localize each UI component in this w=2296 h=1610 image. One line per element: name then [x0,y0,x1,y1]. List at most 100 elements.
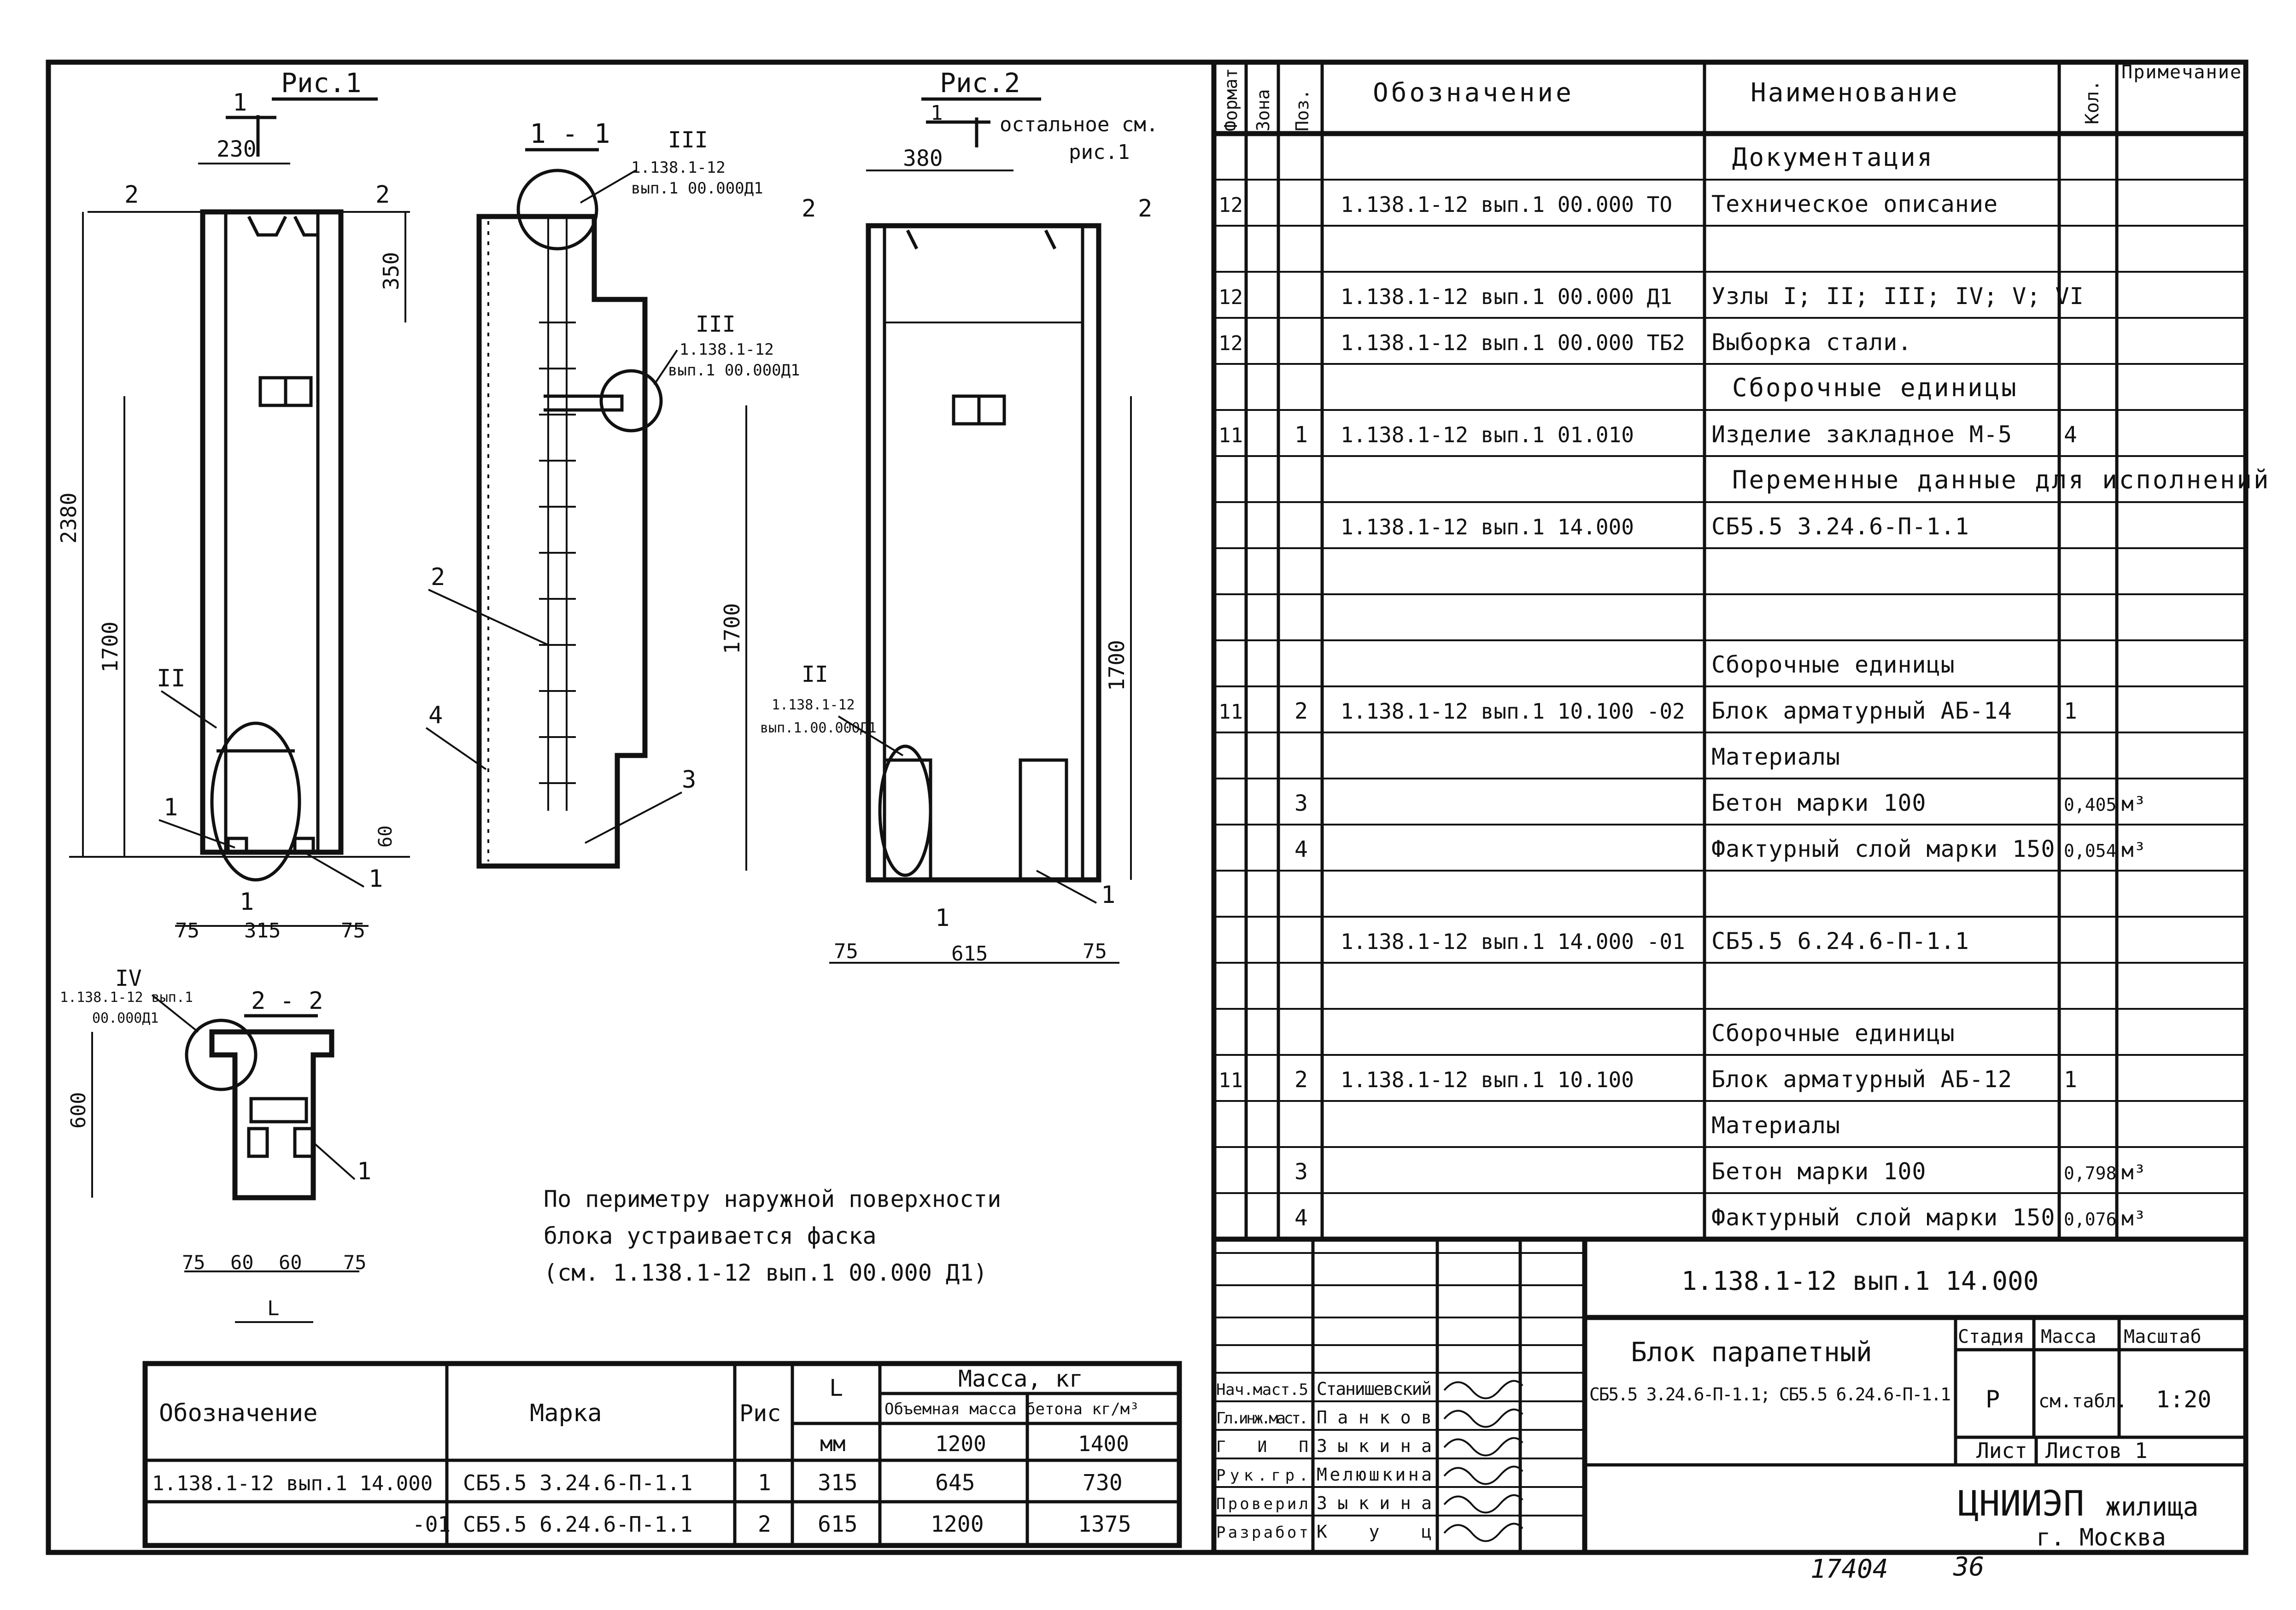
signer-role: ГИП [1216,1438,1308,1456]
section-22-dim-75b: 75 [343,1251,367,1274]
spec-cell-name: Узлы I; II; III; IV; V; VI [1711,283,2084,310]
node-iii-b-ref2: вып.1 00.000Д1 [668,361,800,380]
section-11-callout-2: 2 [431,563,445,591]
fig2-note: остальное см. [1000,113,1158,136]
section-22-outline [209,1029,334,1200]
spec-cell-note: м³ [2121,1207,2146,1230]
spec-cell-name: СБ5.5 3.24.6-П-1.1 [1711,513,1969,540]
spec-cell-designation: 1.138.1-12 вып.1 14.000 -01 [1341,929,1685,954]
fig1-cut-right: 2 [375,181,390,209]
signature-scribble [1443,1494,1523,1514]
mass-r1-1400: 730 [1083,1470,1123,1496]
fig1-dim-315: 315 [244,919,281,943]
signer-name: Зыкина [1317,1436,1432,1456]
section-22-dim-60a: 60 [230,1251,254,1274]
spec-cell-qty: 0,798 [2064,1163,2116,1183]
mass-r2-1200: 1200 [931,1511,984,1537]
section-11-callout-3: 3 [682,766,696,794]
title-name-2: СБ5.5 3.24.6-П-1.1; СБ5.5 6.24.6-П-1.1 [1589,1384,1951,1405]
spec-cell-designation: 1.138.1-12 вып.1 10.100 [1341,1067,1634,1092]
mass-r2-fig: 2 [758,1511,771,1537]
spec-cell-designation: 1.138.1-12 вып.1 00.000 ТБ2 [1341,330,1685,355]
fig1-dim-350: 350 [379,252,404,290]
fig2-block-inner [883,224,1084,882]
spec-cell-designation: 1.138.1-12 вып.1 14.000 [1341,515,1634,539]
section-22-title: 2 - 2 [251,987,323,1015]
spec-cell-pos: 1 [1294,422,1308,448]
spec-cell-name: Фактурный слой марки 150 [1711,836,2055,862]
spec-h-format: Формат [1221,68,1241,131]
mass-h-1200: 1200 [935,1431,986,1456]
signer-role: Разработ [1216,1523,1308,1542]
title-h-mass: Масса [2041,1326,2096,1347]
spec-cell-pos: 3 [1294,790,1308,816]
spec-cell-note: м³ [2121,1161,2146,1184]
signer-role: Гл.инж.маст. [1216,1409,1308,1428]
node-iv-ref1: 1.138.1-12 вып.1 [60,989,193,1006]
mass-h-mm: мм [820,1431,845,1456]
spec-cell-format: 11 [1218,424,1243,447]
title-stage: Р [1986,1386,2000,1413]
section-22-dim-l: L [267,1297,280,1320]
spec-h-qty: Кол. [2082,80,2103,124]
fig1-dim-75b: 75 [341,919,365,943]
signature-scribble [1443,1380,1523,1399]
spec-cell-name: Изделие закладное М-5 [1711,421,2012,448]
node-iii-a-mark: III [668,127,708,153]
spec-cell-pos: 2 [1294,1067,1308,1093]
spec-cell-format: 11 [1218,700,1243,724]
fig2-section-bottom: 1 [935,904,949,932]
spec-cell-name: Сборочные единицы [1732,373,2018,402]
title-h-scale: Масштаб [2124,1326,2202,1347]
mass-table: Обозначение Марка Рис L мм Масса, кг Объ… [142,1361,1182,1548]
fig1-node-ii-circle [210,721,301,882]
signer-name: Станишевский [1317,1379,1432,1399]
spec-cell-format: 12 [1218,193,1243,217]
mass-h-mass: Масса, кг [958,1365,1083,1392]
fig2-node-ii-circle [878,744,932,877]
spec-h-designation: Обозначение [1373,78,1574,108]
fig1-block-outline [200,209,344,855]
node-iv-ref2: 00.000Д1 [92,1010,159,1026]
mass-r1-l: 315 [818,1470,858,1496]
spec-cell-name: СБ5.5 6.24.6-П-1.1 [1711,928,1969,954]
title-sheets: Листов 1 [2045,1438,2148,1463]
fig1-dim-230: 230 [217,136,257,162]
spec-cell-designation: 1.138.1-12 вып.1 00.000 ТО [1341,192,1672,217]
signer-name: Куц [1317,1522,1432,1542]
spec-h-name: Наименование [1751,78,1959,108]
section-11-outline [476,214,648,869]
section-22-dim-600: 600 [67,1092,90,1129]
figure-1: Рис.1 1 230 2 2 350 2380 1700 60 75 315 … [56,67,410,943]
spec-cell-name: Бетон марки 100 [1711,790,1927,816]
footer-page: 36 [1953,1552,1984,1582]
mass-h-fig: Рис [739,1400,781,1427]
title-h-stage: Стадия [1958,1326,2025,1347]
section-1-1: 1 - 1 III 1.138.1-12 вып.1 00.000Д1 III … [425,118,800,871]
spec-cell-pos: 2 [1294,698,1308,724]
spec-cell-name: Сборочные единицы [1711,1020,1955,1047]
mass-h-designation: Обозначение [159,1399,317,1427]
signature-scribble [1443,1522,1523,1542]
mass-r2-designation: -01 [412,1512,451,1537]
signer-name: Панков [1317,1407,1432,1428]
spec-cell-name: Материалы [1711,1112,1840,1139]
signer-role: Рук.гр. [1216,1466,1308,1485]
fig2-block-outline [866,223,1101,883]
spec-cell-qty: 1 [2064,1067,2077,1093]
spec-cell-name: Материалы [1711,744,1840,770]
spec-cell-name: Переменные данные для исполнений [1732,465,2270,494]
mass-r1-fig: 1 [758,1470,771,1496]
section-11-dim-1700: 1700 [720,603,744,654]
node-iii-a-ref2: вып.1 00.000Д1 [631,179,763,198]
fig1-section-mark: 1 [233,89,247,117]
figure-2: Рис.2 1 остальное см. рис.1 380 2 2 1700… [760,67,1158,966]
mass-r1-1200: 645 [935,1470,975,1496]
general-note: По периметру наружной поверхности блока … [544,1186,1001,1286]
fig2-dim-75b: 75 [1083,940,1107,963]
section-22-dim-60b: 60 [279,1251,302,1274]
specification-table: Формат Зона Поз. Обозначение Наименовани… [1214,62,2270,1240]
section-11-title: 1 - 1 [530,118,610,149]
